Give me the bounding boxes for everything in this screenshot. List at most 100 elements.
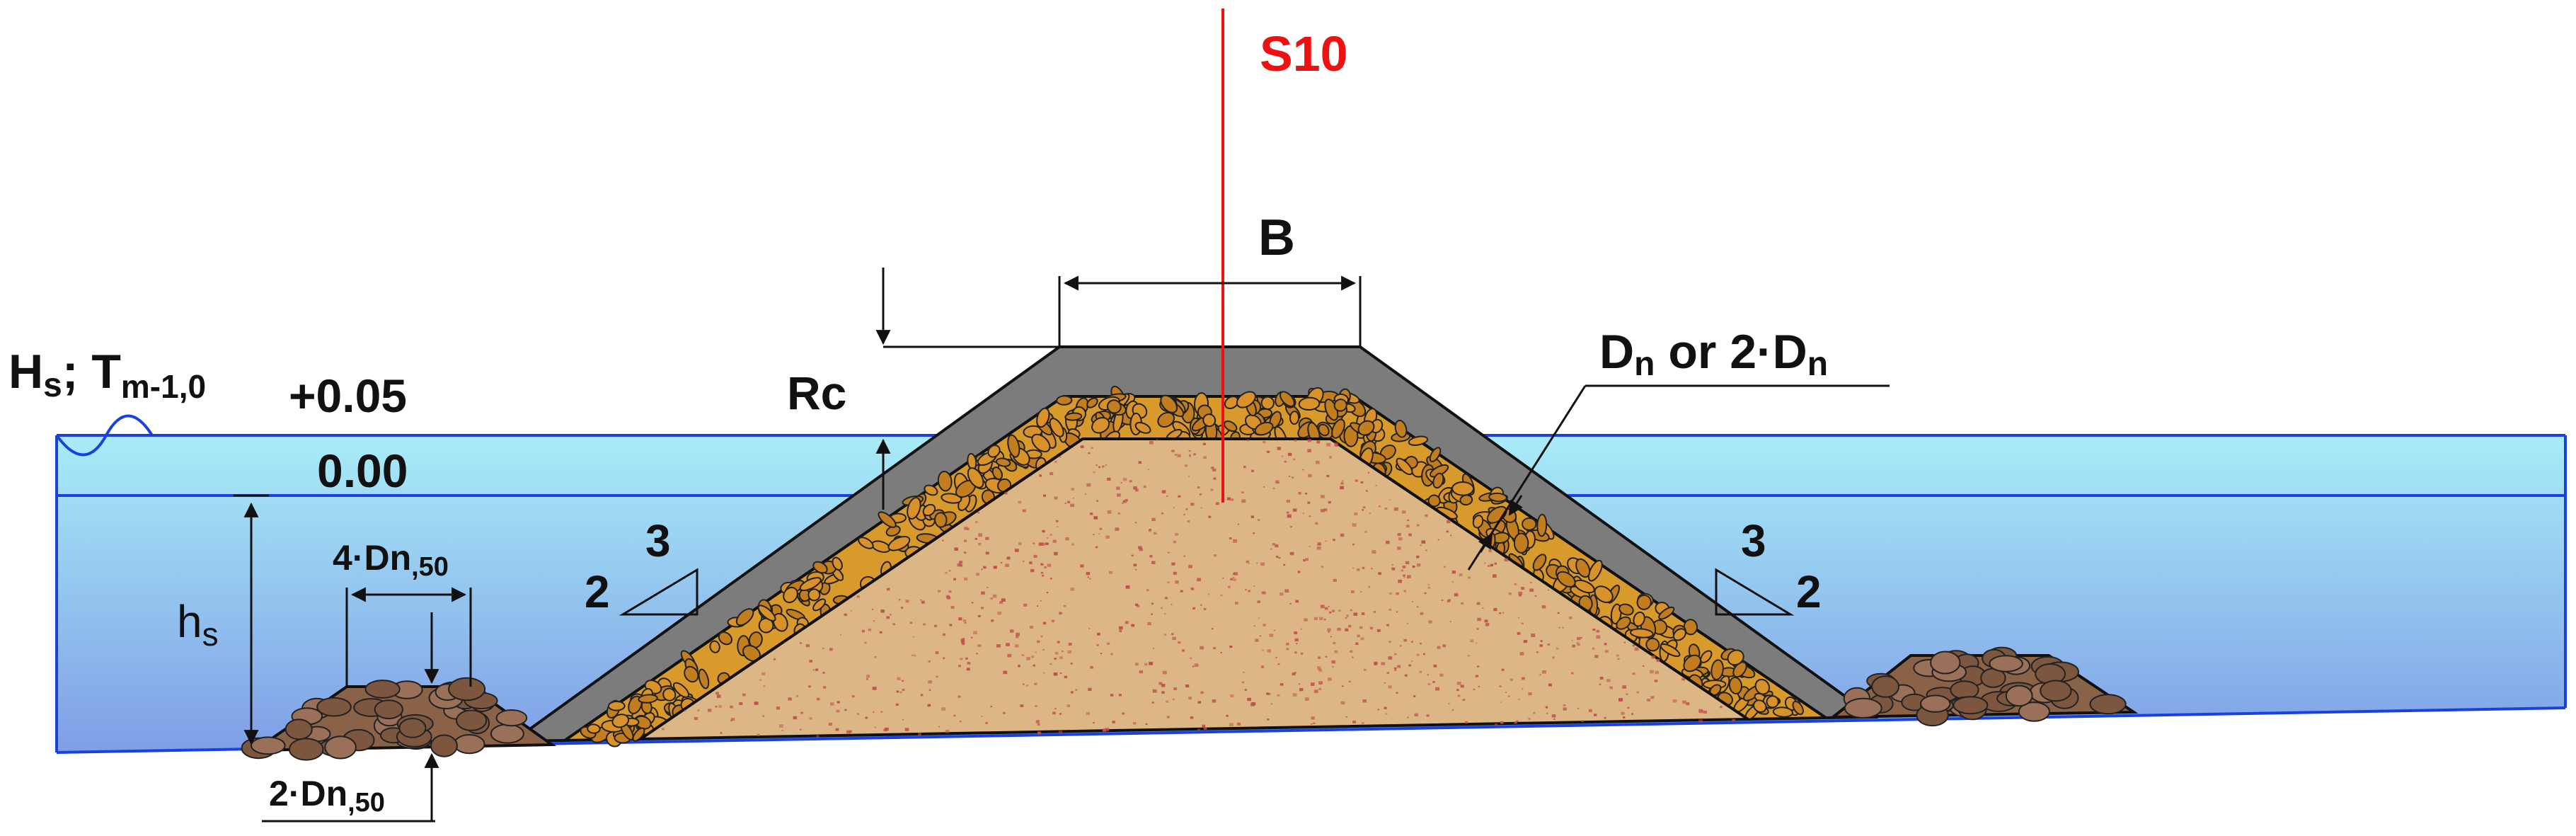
core-speckle [1086,712,1090,716]
core-speckle [1416,653,1420,656]
core-speckle [872,687,877,690]
core-speckle [1183,513,1185,515]
filter-stone [922,503,936,517]
core-speckle [1294,439,1297,442]
filter-stone [1658,606,1675,620]
core-speckle [1402,510,1406,514]
core-speckle [1054,460,1057,463]
core-speckle [1378,572,1381,575]
core-speckle [1632,644,1635,647]
core-speckle [1558,626,1560,629]
core-speckle [761,672,766,675]
core-speckle [1368,586,1371,588]
core-speckle [1394,653,1397,655]
core-speckle [812,669,815,671]
wave-icon [55,414,154,457]
core-speckle [1460,685,1464,688]
core-speckle [1253,625,1255,627]
filter-stone [1280,391,1295,407]
filter-stone [1333,399,1347,412]
core-speckle [1243,466,1246,469]
core-speckle [808,685,811,688]
toe-stone [284,718,313,740]
core-speckle [1136,605,1140,608]
core-speckle [1059,672,1062,674]
core-speckle [1089,513,1093,515]
core-speckle [1278,557,1281,559]
core-speckle [1125,498,1128,502]
core-speckle [1133,486,1137,490]
toe-stone [2018,702,2050,722]
core-speckle [1372,550,1376,554]
core-speckle [1122,712,1125,715]
core-speckle [1553,718,1556,720]
filter-stone [1007,434,1020,458]
core-speckle [1146,589,1149,592]
core-speckle [1319,617,1323,620]
core-speckle [950,606,955,609]
filter-stone [1645,637,1660,652]
core-speckle [1302,469,1304,471]
filter-stone [1223,420,1238,433]
thickness-d1: D [1599,325,1634,379]
core-speckle [880,711,883,713]
core-speckle [934,624,938,627]
core-speckle [1270,703,1272,705]
core-speckle [886,588,890,591]
core-speckle [1632,672,1635,675]
core-speckle [1145,723,1148,726]
core-speckle [942,633,945,636]
core-speckle [1022,509,1026,513]
core-speckle [1403,590,1407,592]
core-speckle [1131,554,1134,557]
core-speckle [1627,706,1630,709]
core-speckle [1541,605,1546,609]
core-speckle [1316,548,1318,549]
toe-stone [398,718,427,738]
thickness-mid: or 2·D [1655,325,1807,379]
core-speckle [1354,513,1358,515]
core-speckle [1609,686,1613,689]
core-speckle [1107,477,1111,481]
core-speckle [1646,699,1650,702]
core-speckle [1185,508,1188,510]
core-speckle [1173,687,1178,690]
filter-stone [1202,413,1217,428]
core-speckle [1030,626,1033,629]
core-speckle [1493,574,1497,578]
core-speckle [1300,628,1302,630]
core-speckle [1518,592,1523,595]
filter-stone [934,512,948,528]
core-speckle [1581,720,1584,723]
core-speckle [1310,723,1313,726]
filter-stone [1064,412,1083,421]
core-speckle [829,648,833,651]
core-speckle [1313,617,1318,620]
core-speckle [1403,574,1405,577]
core-speckle [715,692,719,695]
core-speckle [1087,576,1089,578]
slope-triangle-icon [1715,568,1795,616]
core-speckle [1476,628,1479,630]
filter-stone [1357,420,1375,436]
core-speckle [1164,597,1168,600]
core-speckle [1294,651,1297,654]
core-speckle [757,733,760,736]
core-speckle [1456,689,1459,692]
core-speckle [959,721,962,723]
core-speckle [1105,464,1108,466]
core-speckle [1394,670,1396,671]
core-speckle [1342,685,1344,687]
core-speckle [1037,723,1040,726]
core-speckle [1475,675,1478,677]
core-speckle [965,657,968,660]
filter-stone [587,723,601,734]
core-speckle [1071,543,1074,546]
core-speckle [1283,563,1286,566]
filter-stone [1134,421,1151,434]
core-speckle [1384,508,1388,510]
core-speckle [1521,587,1525,590]
core-speckle [868,628,872,631]
core-speckle [1362,506,1366,508]
